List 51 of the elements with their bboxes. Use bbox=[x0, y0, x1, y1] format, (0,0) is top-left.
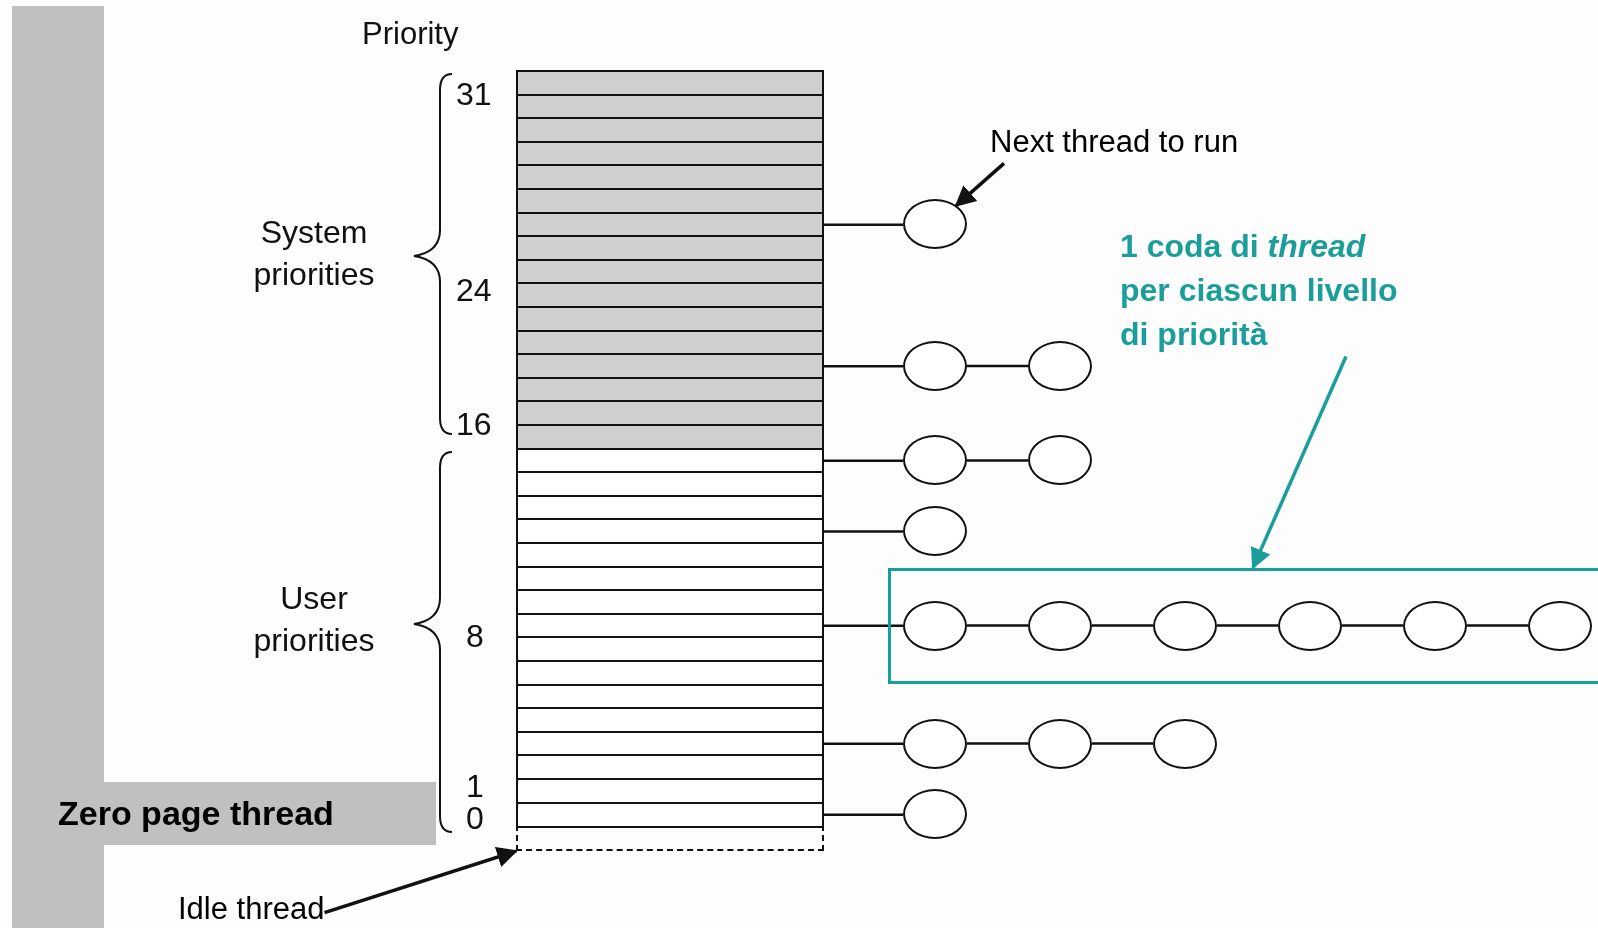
label-text: 24 bbox=[456, 271, 492, 310]
annotation-text: Idle thread bbox=[178, 887, 325, 928]
connector-line bbox=[1467, 624, 1528, 627]
priority-row bbox=[516, 636, 824, 663]
arrow bbox=[1251, 355, 1348, 570]
connector-line bbox=[824, 365, 903, 368]
annotation-text: 1 coda di thread per ciascun livello di priorità bbox=[1120, 224, 1540, 357]
connector-line bbox=[967, 742, 1028, 745]
highlight-box bbox=[888, 567, 1598, 684]
connector-line bbox=[967, 459, 1028, 462]
priority-row bbox=[516, 660, 824, 687]
priority-row bbox=[516, 707, 824, 734]
connector-line bbox=[824, 742, 903, 746]
priority-row bbox=[516, 235, 824, 262]
connector-line bbox=[824, 459, 903, 462]
priority-row bbox=[516, 778, 824, 805]
label-text: User priorities bbox=[252, 579, 376, 660]
idle-slot bbox=[516, 825, 824, 852]
arrow bbox=[323, 846, 518, 915]
priority-row bbox=[516, 188, 824, 215]
connector-line bbox=[967, 624, 1028, 627]
priority-row bbox=[516, 353, 824, 380]
label-text: Priority bbox=[362, 15, 459, 53]
priority-row bbox=[516, 282, 824, 309]
connector-line bbox=[967, 364, 1028, 368]
priority-row bbox=[516, 589, 824, 616]
priority-row bbox=[516, 471, 824, 498]
priority-row bbox=[516, 518, 824, 545]
label-text: 16 bbox=[456, 405, 492, 444]
priority-row bbox=[516, 542, 824, 569]
connector-line bbox=[1092, 742, 1153, 745]
label-text: System priorities bbox=[252, 213, 376, 294]
connector-line bbox=[824, 223, 903, 226]
connector-line bbox=[1342, 624, 1403, 627]
connector-line bbox=[1217, 624, 1278, 627]
priority-row bbox=[516, 164, 824, 191]
connector-line bbox=[824, 624, 903, 628]
priority-row bbox=[516, 400, 824, 427]
arrow bbox=[954, 162, 1006, 208]
label-text: 31 bbox=[456, 75, 492, 114]
connector-line bbox=[1092, 624, 1153, 627]
connector-line bbox=[824, 813, 903, 816]
priority-row bbox=[516, 117, 824, 144]
priority-row bbox=[516, 754, 824, 781]
annotation-text: Next thread to run bbox=[990, 120, 1239, 164]
priority-row bbox=[516, 801, 824, 828]
connector-line bbox=[824, 530, 903, 533]
priority-row bbox=[516, 70, 824, 97]
label-text: 8 bbox=[466, 617, 484, 656]
priority-row bbox=[516, 306, 824, 333]
priority-row bbox=[516, 424, 824, 451]
